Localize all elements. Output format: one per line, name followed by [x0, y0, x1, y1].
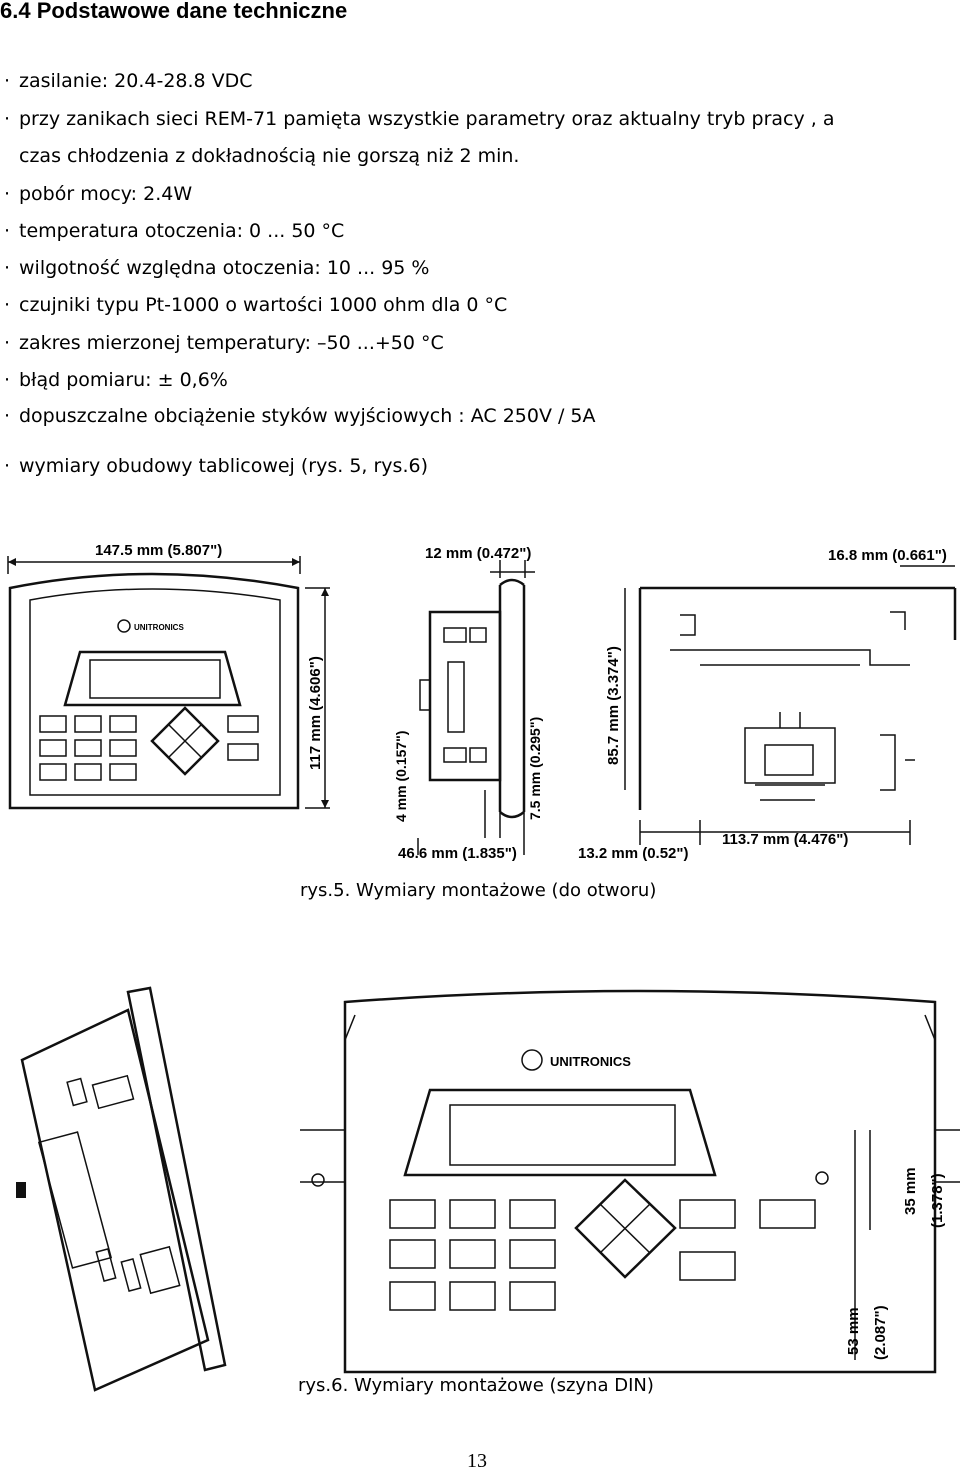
- dim-rear-top-label: 16.8 mm (0.661"): [828, 547, 947, 564]
- spec-item: ·zakres mierzonej temperatury: –50 ...+5…: [4, 332, 444, 354]
- figure-6-front-view: UNITRONICS 35 mm (1.378") 53 mm (2.087"): [300, 989, 960, 1374]
- spec-text: czas chłodzenia z dokładnością nie gorsz…: [19, 145, 520, 167]
- dim-rear-132-label: 13.2 mm (0.52"): [578, 845, 689, 862]
- dim-53-label: 53 mm: [845, 1307, 862, 1355]
- figure-6-caption: rys.6. Wymiary montażowe (szyna DIN): [298, 1375, 654, 1396]
- dim-35-label: 35 mm: [902, 1167, 919, 1215]
- dim-side-4-label: 4 mm (0.157"): [393, 731, 409, 822]
- spec-text: temperatura otoczenia: 0 ... 50 °C: [19, 220, 345, 242]
- spec-item: ·zasilanie: 20.4-28.8 VDC: [4, 70, 253, 92]
- spec-item: ·wymiary obudowy tablicowej (rys. 5, rys…: [4, 455, 428, 477]
- dim-rear-height-label: 85.7 mm (3.374"): [605, 646, 622, 765]
- spec-item: ·temperatura otoczenia: 0 ... 50 °C: [4, 220, 345, 242]
- figure-6-side-view: [16, 986, 227, 1392]
- page-number: 13: [467, 1450, 487, 1472]
- dim-rear-1137-label: 113.7 mm (4.476"): [722, 831, 848, 848]
- dim-height-label: 117 mm (4.606"): [307, 656, 324, 770]
- rear-view: 16.8 mm (0.661") 85.7 mm (3.374") 13.2 m…: [578, 547, 957, 862]
- figure-5-caption: rys.5. Wymiary montażowe (do otworu): [300, 880, 657, 901]
- section-heading: 6.4 Podstawowe dane techniczne: [0, 0, 348, 23]
- brand-label: UNITRONICS: [550, 1054, 631, 1069]
- spec-text: wilgotność względna otoczenia: 10 ... 95…: [19, 257, 430, 279]
- spec-item: ·pobór mocy: 2.4W: [4, 183, 193, 205]
- spec-text: zasilanie: 20.4-28.8 VDC: [19, 70, 253, 92]
- spec-text: błąd pomiaru: ± 0,6%: [19, 369, 228, 391]
- spec-text: czujniki typu Pt-1000 o wartości 1000 oh…: [19, 294, 508, 316]
- spec-item: ·dopuszczalne obciążenie styków wyjściow…: [4, 405, 596, 427]
- spec-text: wymiary obudowy tablicowej (rys. 5, rys.…: [19, 455, 428, 477]
- spec-text: zakres mierzonej temperatury: –50 ...+50…: [19, 332, 444, 354]
- dim-side-75-label: 7.5 mm (0.295"): [527, 717, 543, 820]
- spec-text: przy zanikach sieci REM-71 pamięta wszys…: [19, 108, 835, 130]
- spec-item: ·czujniki typu Pt-1000 o wartości 1000 o…: [4, 294, 508, 316]
- dim-side-bottom-label: 46.6 mm (1.835"): [398, 845, 517, 862]
- dim-35-in-label: (1.378"): [929, 1173, 946, 1228]
- spec-item: ·błąd pomiaru: ± 0,6%: [4, 369, 228, 391]
- spec-text: pobór mocy: 2.4W: [19, 183, 193, 205]
- spec-item-continuation: czas chłodzenia z dokładnością nie gorsz…: [4, 145, 519, 167]
- dim-side-top-label: 12 mm (0.472"): [425, 545, 531, 562]
- side-view: 12 mm (0.472") 4 mm (0.157") 7.5 mm (0.2…: [393, 545, 543, 862]
- logo-text: UNITRONICS: [134, 623, 184, 632]
- spec-item: ·wilgotność względna otoczenia: 10 ... 9…: [4, 257, 430, 279]
- spec-item: ·przy zanikach sieci REM-71 pamięta wszy…: [4, 108, 835, 130]
- dim-width-label: 147.5 mm (5.807"): [95, 542, 222, 559]
- front-panel-view: 147.5 mm (5.807") UNITRONICS 117 mm (4.6…: [7, 542, 330, 810]
- spec-text: dopuszczalne obciążenie styków wyjściowy…: [19, 405, 596, 427]
- dim-53-in-label: (2.087"): [872, 1305, 889, 1360]
